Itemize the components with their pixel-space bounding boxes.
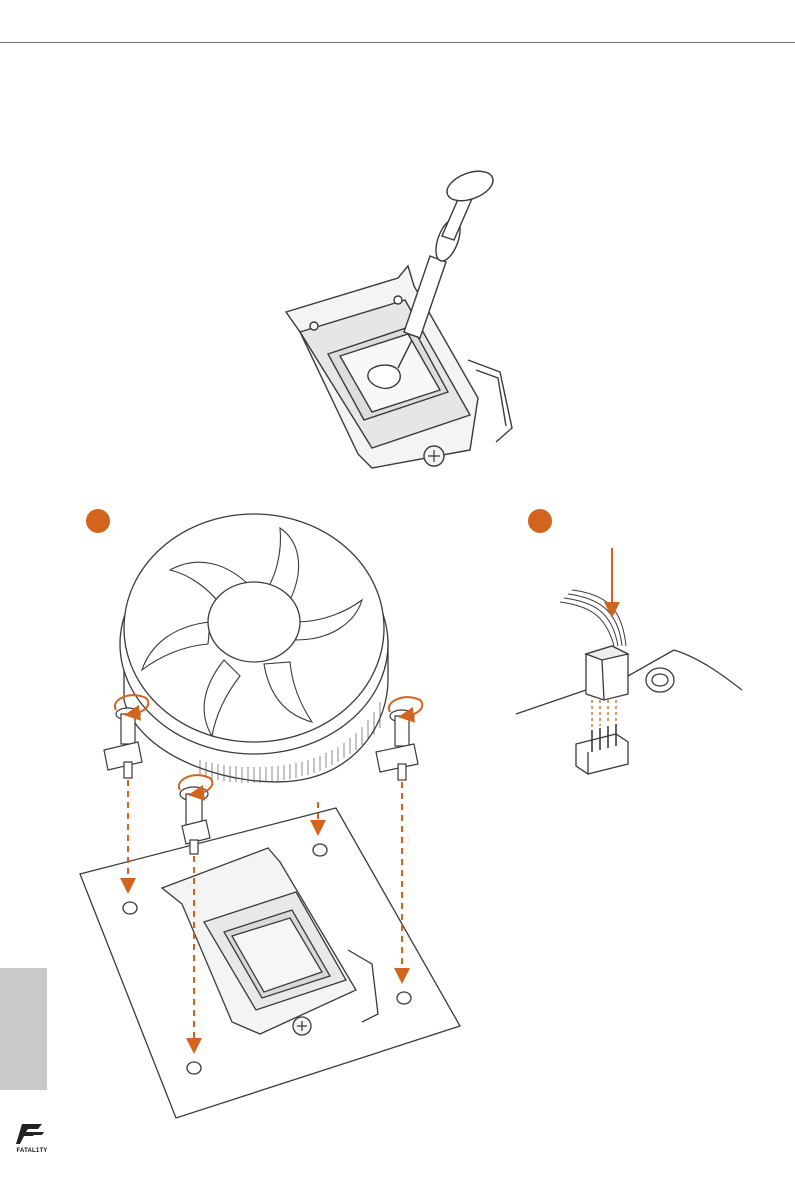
step-marker-1 [86,509,110,533]
logo-wordmark: FATAL1TY [8,1148,56,1154]
step-marker-2 [528,509,552,533]
fatal1ty-logo: FATAL1TY [8,1120,56,1160]
fan-connector-guides [592,548,616,728]
side-tab [0,968,47,1090]
fan-header-illustration [516,590,742,774]
thermal-paste-illustration [286,166,512,468]
fatal1ty-logo-icon [8,1120,56,1148]
